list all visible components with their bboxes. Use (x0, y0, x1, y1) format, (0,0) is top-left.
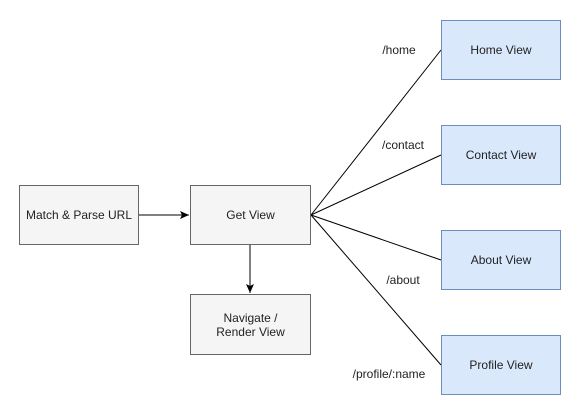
edge-label-about: /about (386, 273, 420, 287)
get-view-node: Get View (190, 185, 311, 245)
edge-getview-to-home (310, 49, 442, 216)
about-view-node: About View (441, 230, 561, 290)
about-view-label: About View (470, 253, 532, 267)
contact-view-node: Contact View (441, 125, 561, 185)
navigate-render-view-node: Navigate / Render View (190, 294, 311, 355)
navigate-render-view-label: Navigate / Render View (216, 310, 285, 339)
edge-label-contact: /contact (381, 138, 425, 152)
home-view-node: Home View (441, 20, 561, 80)
profile-view-label: Profile View (469, 358, 533, 372)
contact-view-label: Contact View (465, 148, 537, 162)
get-view-label: Get View (226, 208, 275, 222)
edge-label-profile: /profile/:name (352, 367, 426, 381)
edge-getview-to-contact (310, 154, 442, 216)
edge-getview-to-about (310, 214, 442, 261)
match-parse-url-label: Match & Parse URL (25, 208, 133, 222)
profile-view-node: Profile View (441, 335, 561, 395)
edge-label-home: /home (382, 43, 416, 57)
edge-getview-to-profile (310, 214, 442, 366)
match-parse-url-node: Match & Parse URL (19, 185, 139, 245)
home-view-label: Home View (470, 43, 532, 57)
